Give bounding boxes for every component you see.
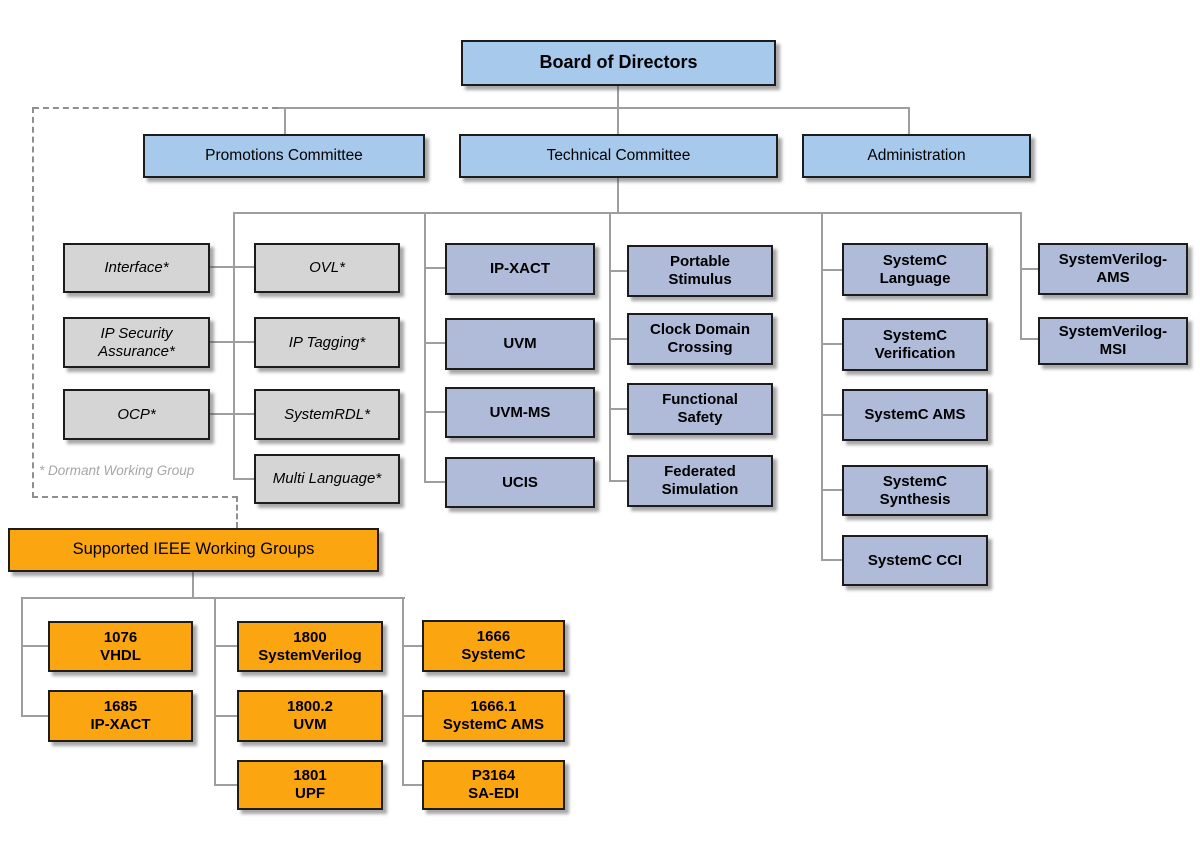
- node-functional-safety: Functional Safety: [627, 383, 773, 435]
- connector: [234, 212, 1022, 214]
- node-systemrdl: SystemRDL*: [254, 389, 400, 440]
- connector: [233, 212, 235, 480]
- connector: [22, 597, 405, 599]
- node-supported-ieee-working-groups: Supported IEEE Working Groups: [8, 528, 379, 572]
- node-1666-1-systemc-ams: 1666.1 SystemC AMS: [422, 690, 565, 742]
- connector: [210, 266, 235, 268]
- connector: [821, 212, 823, 561]
- node-systemc-synthesis: SystemC Synthesis: [842, 465, 988, 516]
- connector: [424, 212, 426, 483]
- connector: [425, 342, 445, 344]
- connector: [610, 270, 627, 272]
- connector: [278, 107, 910, 109]
- connector: [908, 107, 910, 135]
- connector: [214, 645, 237, 647]
- node-1666-systemc: 1666 SystemC: [422, 620, 565, 672]
- connector: [192, 572, 194, 599]
- dashed-connector: [236, 496, 238, 528]
- connector: [22, 715, 48, 717]
- node-portable-stimulus: Portable Stimulus: [627, 245, 773, 297]
- node-federated-simulation: Federated Simulation: [627, 455, 773, 507]
- node-multi-language: Multi Language*: [254, 454, 400, 504]
- node-clock-domain-crossing: Clock Domain Crossing: [627, 313, 773, 365]
- connector: [402, 645, 422, 647]
- connector: [214, 784, 237, 786]
- connector: [425, 411, 445, 413]
- connector: [425, 481, 445, 483]
- connector: [609, 212, 611, 482]
- node-systemverilog-ams: SystemVerilog- AMS: [1038, 243, 1188, 295]
- connector: [210, 341, 235, 343]
- node-systemc-cci: SystemC CCI: [842, 535, 988, 586]
- connector: [822, 489, 842, 491]
- node-promotions-committee: Promotions Committee: [143, 134, 425, 178]
- dormant-note: * Dormant Working Group: [39, 463, 195, 478]
- connector: [822, 559, 842, 561]
- node-systemc-ams: SystemC AMS: [842, 389, 988, 441]
- connector: [402, 597, 404, 786]
- node-systemc-language: SystemC Language: [842, 243, 988, 296]
- connector: [617, 178, 619, 214]
- connector: [234, 266, 254, 268]
- connector: [234, 478, 254, 480]
- connector: [1020, 338, 1038, 340]
- connector: [284, 107, 286, 135]
- dashed-connector: [32, 496, 238, 498]
- connector: [822, 269, 842, 271]
- connector: [617, 86, 619, 134]
- node-1800-2-uvm: 1800.2 UVM: [237, 690, 383, 742]
- node-systemverilog-msi: SystemVerilog- MSI: [1038, 317, 1188, 365]
- node-1076-vhdl: 1076 VHDL: [48, 621, 193, 672]
- node-administration: Administration: [802, 134, 1031, 178]
- connector: [234, 341, 254, 343]
- node-p3164-sa-edi: P3164 SA-EDI: [422, 760, 565, 810]
- connector: [610, 480, 627, 482]
- dashed-connector: [32, 107, 34, 498]
- node-ovl: OVL*: [254, 243, 400, 293]
- connector: [1020, 212, 1022, 340]
- connector: [214, 597, 216, 786]
- connector: [610, 408, 627, 410]
- connector: [22, 645, 48, 647]
- node-board-of-directors: Board of Directors: [461, 40, 776, 86]
- node-ocp: OCP*: [63, 389, 210, 440]
- connector: [214, 715, 237, 717]
- connector: [210, 413, 235, 415]
- connector: [610, 338, 627, 340]
- node-uvm: UVM: [445, 318, 595, 370]
- node-ip-xact: IP-XACT: [445, 243, 595, 295]
- node-ip-security-assurance: IP Security Assurance*: [63, 317, 210, 368]
- connector: [822, 343, 842, 345]
- connector: [1020, 268, 1038, 270]
- connector: [425, 267, 445, 269]
- connector: [402, 784, 422, 786]
- node-systemc-verification: SystemC Verification: [842, 318, 988, 371]
- node-ip-tagging: IP Tagging*: [254, 317, 400, 368]
- node-1800-systemverilog: 1800 SystemVerilog: [237, 621, 383, 672]
- node-ucis: UCIS: [445, 457, 595, 508]
- connector: [822, 414, 842, 416]
- node-technical-committee: Technical Committee: [459, 134, 778, 178]
- connector: [234, 413, 254, 415]
- connector: [402, 715, 422, 717]
- connector: [21, 597, 23, 717]
- node-1685-ip-xact: 1685 IP-XACT: [48, 690, 193, 742]
- node-1801-upf: 1801 UPF: [237, 760, 383, 810]
- dashed-connector: [33, 107, 278, 109]
- node-interface: Interface*: [63, 243, 210, 293]
- node-uvm-ms: UVM-MS: [445, 387, 595, 438]
